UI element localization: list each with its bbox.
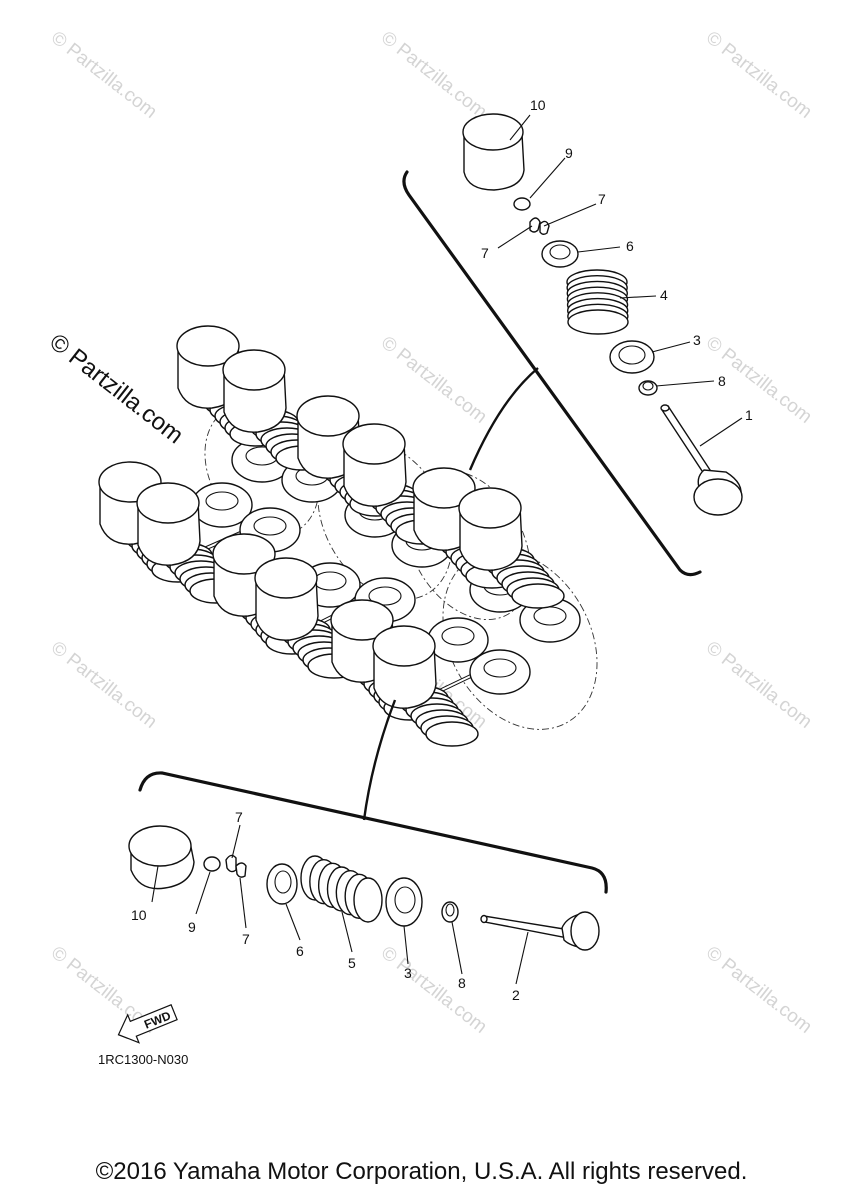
upper-exploded-view: 10 9 7 7 6 4 3 8 1 xyxy=(402,97,753,577)
callout-number: 3 xyxy=(693,332,701,348)
valve-spring xyxy=(566,269,629,335)
valve-unit xyxy=(458,487,581,643)
callout-number: 10 xyxy=(131,907,147,923)
callout-number: 1 xyxy=(745,407,753,423)
valve-spring xyxy=(300,855,383,923)
watermark: © Partzilla.com xyxy=(47,637,161,732)
lower-leader-curve xyxy=(362,699,397,821)
valve-parts-diagram: © Partzilla.com © Partzilla.com © Partzi… xyxy=(44,27,816,1067)
lower-bracket xyxy=(138,771,608,894)
copyright-notice: ©2016 Yamaha Motor Corporation, U.S.A. A… xyxy=(95,1158,748,1185)
callout-number: 7 xyxy=(242,931,250,947)
watermark: © Partzilla.com xyxy=(377,332,491,427)
lower-exploded-view: 7 10 9 7 6 5 3 8 2 xyxy=(128,699,608,1003)
intake-valve xyxy=(660,404,743,516)
valve-stem-seal xyxy=(638,380,658,396)
watermark: © Partzilla.com xyxy=(377,942,491,1037)
valve-unit xyxy=(372,625,531,747)
callout-number: 7 xyxy=(235,809,243,825)
exhaust-valve xyxy=(480,911,600,951)
callout-number: 7 xyxy=(481,245,489,261)
callout-number: 7 xyxy=(598,191,606,207)
callout-number: 8 xyxy=(458,975,466,991)
callout-number: 4 xyxy=(660,287,668,303)
valve-cotters xyxy=(529,217,550,235)
callout-number: 6 xyxy=(296,943,304,959)
valve-spring-retainer xyxy=(541,240,579,268)
callout-number: 8 xyxy=(718,373,726,389)
watermark: © Partzilla.com xyxy=(702,637,816,732)
callout-number: 3 xyxy=(404,965,412,981)
callout-number: 9 xyxy=(188,919,196,935)
watermark: © Partzilla.com xyxy=(47,27,161,122)
watermark: © Partzilla.com xyxy=(377,27,491,122)
watermark: © Partzilla.com xyxy=(702,942,816,1037)
valve-spring-retainer xyxy=(266,863,298,905)
valve-lifter xyxy=(462,113,525,191)
diagram-code: 1RC1300-N030 xyxy=(98,1052,188,1067)
watermark: © Partzilla.com xyxy=(702,27,816,122)
valve-stem-seal xyxy=(441,901,459,923)
valve-train-assembly xyxy=(98,325,598,747)
callout-number: 5 xyxy=(348,955,356,971)
upper-leader-curve xyxy=(468,367,539,471)
callout-number: 2 xyxy=(512,987,520,1003)
valve-spring-seat xyxy=(385,877,423,927)
valve-cotters xyxy=(225,854,247,878)
upper-bracket xyxy=(402,170,702,577)
valve-shim xyxy=(513,197,531,211)
callout-number: 6 xyxy=(626,238,634,254)
callout-number: 9 xyxy=(565,145,573,161)
callout-number: 10 xyxy=(530,97,546,113)
watermark-main: © Partzilla.com xyxy=(44,328,188,449)
valve-shim xyxy=(203,856,221,872)
valve-spring-seat xyxy=(609,340,655,374)
valve-lifter xyxy=(128,825,195,890)
